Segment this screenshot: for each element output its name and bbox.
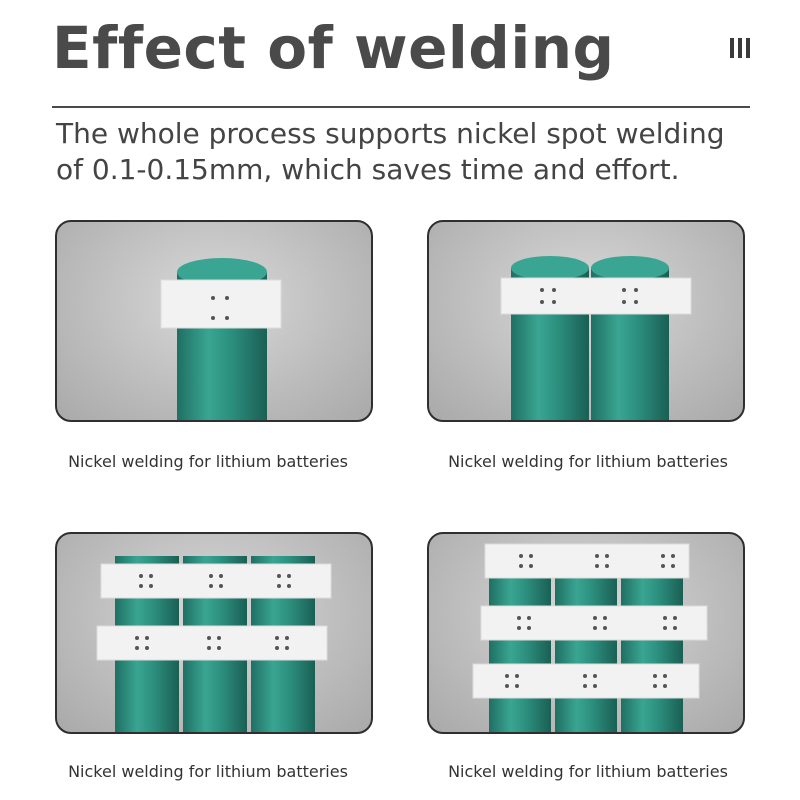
battery-illustration xyxy=(500,256,692,420)
welding-photo-three-rows xyxy=(427,532,745,734)
battery-illustration xyxy=(96,556,332,732)
welding-photo-two-rows xyxy=(55,532,373,734)
panel-caption: Nickel welding for lithium batteries xyxy=(68,452,348,471)
page-title: Effect of welding xyxy=(52,14,615,82)
panel-caption: Nickel welding for lithium batteries xyxy=(448,762,728,781)
welding-photo-single xyxy=(55,220,373,422)
panel-caption: Nickel welding for lithium batteries xyxy=(448,452,728,471)
page-subtitle: The whole process supports nickel spot w… xyxy=(56,117,725,186)
battery-illustration xyxy=(160,258,282,420)
battery-illustration xyxy=(472,543,708,732)
bars-icon xyxy=(730,38,750,58)
panel-caption: Nickel welding for lithium batteries xyxy=(68,762,348,781)
title-divider xyxy=(52,106,750,108)
welding-photo-double xyxy=(427,220,745,422)
